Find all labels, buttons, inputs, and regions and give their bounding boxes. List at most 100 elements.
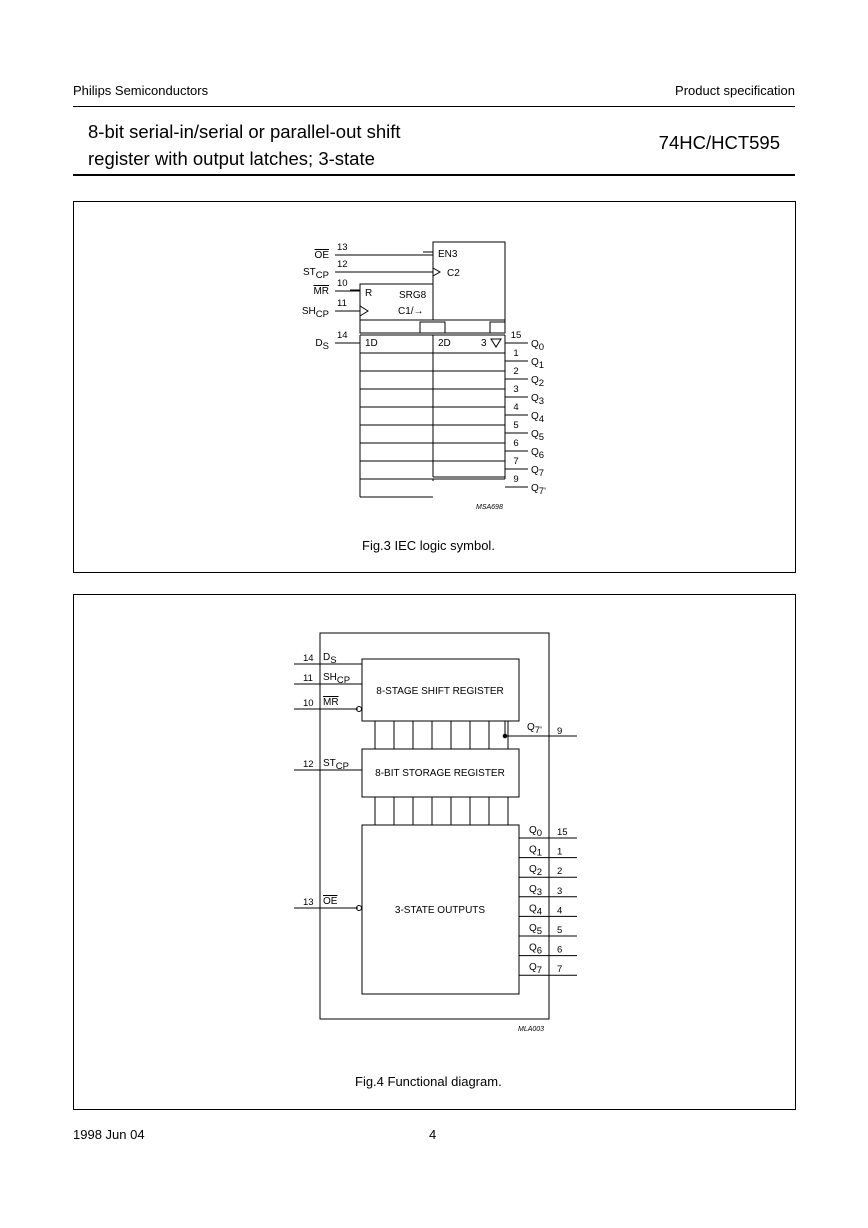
part-number: 74HC/HCT595 — [658, 132, 780, 153]
pin-number: 12 — [337, 259, 348, 270]
document-type: Product specification — [675, 83, 795, 98]
pin-number: 4 — [557, 905, 562, 916]
clock-triangle — [432, 267, 442, 277]
output-signal-label: Q3 — [531, 393, 544, 407]
pin-number: 1 — [513, 348, 518, 359]
fig3-frame — [73, 201, 796, 573]
output-signal-label: Q0 — [529, 825, 542, 839]
connector-notch — [419, 321, 446, 333]
company-name: Philips Semiconductors — [73, 83, 209, 98]
input-signal-label: STCP — [303, 267, 329, 281]
pin-number: 3 — [513, 384, 518, 395]
c2-label: C2 — [447, 268, 460, 279]
pin-number: 7 — [557, 964, 562, 975]
pin-number: 9 — [513, 474, 518, 485]
title-rule — [73, 174, 795, 176]
document-title: 8-bit serial-in/serial or parallel-out s… — [88, 118, 401, 172]
polarity-marker — [350, 287, 361, 291]
pin-number: 13 — [303, 897, 314, 908]
pin-number: 10 — [337, 278, 348, 289]
output-signal-label: Q5 — [531, 429, 544, 443]
input-signal-label: OE — [323, 896, 338, 907]
title-line-1: 8-bit serial-in/serial or parallel-out s… — [88, 121, 401, 142]
output-signal-label: Q4 — [531, 411, 544, 425]
output-signal-label: Q3 — [529, 884, 542, 898]
c1-label: C1/→ — [398, 306, 424, 317]
pin-number: 15 — [511, 330, 522, 341]
output-signal-label: Q1 — [529, 845, 542, 859]
input-signal-label: SHCP — [302, 306, 329, 320]
pin-number: 11 — [303, 673, 313, 684]
clock-triangle — [359, 305, 369, 317]
pin-number: 12 — [303, 759, 314, 770]
input-signal-label: DS — [315, 338, 329, 352]
input-signal-label: OE — [315, 250, 330, 261]
2d-label: 2D — [438, 338, 451, 349]
pin-number: 15 — [557, 827, 568, 838]
title-line-2: register with output latches; 3-state — [88, 148, 375, 169]
output-signal-label: Q7 — [531, 465, 544, 479]
serial-out-label: Q7' — [527, 722, 542, 736]
pin-number: 14 — [337, 330, 348, 341]
output-signal-label: Q0 — [531, 339, 544, 353]
storage-register-block — [361, 748, 520, 798]
footer-date: 1998 Jun 04 — [73, 1127, 145, 1142]
input-signal-label: MR — [313, 286, 329, 297]
pin-number: 9 — [557, 726, 562, 737]
3-label: 3 — [481, 338, 487, 349]
pin-number: 3 — [557, 886, 562, 897]
shift-register-block — [361, 658, 520, 722]
input-signal-label: STCP — [323, 758, 349, 772]
pin-number: 2 — [513, 366, 518, 377]
inversion-bubble — [356, 905, 362, 911]
input-signal-label: DS — [323, 652, 337, 666]
pin-number: 14 — [303, 653, 314, 664]
output-signal-label: Q2 — [529, 864, 542, 878]
common-block-outline — [359, 320, 506, 334]
pin-number: 13 — [337, 242, 348, 253]
output-block-label: 3-STATE OUTPUTS — [395, 905, 486, 916]
polarity-marker — [423, 249, 434, 253]
output-signal-label: Q1 — [531, 357, 544, 371]
1d-label: 1D — [365, 338, 378, 349]
output-signal-label: Q7' — [531, 483, 546, 497]
pin-number: 5 — [557, 925, 562, 936]
en3-label: EN3 — [438, 249, 458, 260]
shift-register-label: 8-STAGE SHIFT REGISTER — [376, 686, 503, 697]
inversion-bubble — [356, 706, 362, 712]
output-signal-label: Q5 — [529, 923, 542, 937]
outer-package — [319, 632, 550, 1020]
output-signal-label: Q6 — [529, 943, 542, 957]
fig3-caption: Fig.3 IEC logic symbol. — [362, 538, 495, 553]
srg8-label: SRG8 — [399, 290, 427, 301]
pin-number: 5 — [513, 420, 518, 431]
pin-number: 11 — [337, 298, 347, 309]
fig4-frame — [73, 594, 796, 1110]
output-signal-label: Q6 — [531, 447, 544, 461]
connector-notch — [489, 321, 505, 333]
control-block-srg8 — [359, 283, 434, 321]
pin-number: 6 — [557, 945, 562, 956]
control-block-en3 — [432, 241, 506, 321]
storage-register-label: 8-BIT STORAGE REGISTER — [375, 768, 505, 779]
pin-number: 1 — [557, 847, 562, 858]
pin-number: 2 — [557, 866, 562, 877]
pin-number: 7 — [513, 456, 518, 467]
output-block — [361, 824, 520, 995]
input-signal-label: MR — [323, 697, 339, 708]
fig4-code: MLA003 — [518, 1026, 544, 1033]
three-state-triangle — [490, 338, 502, 348]
pin-number: 4 — [513, 402, 518, 413]
output-signal-label: Q4 — [529, 903, 542, 917]
pin-number: 6 — [513, 438, 518, 449]
fig4-caption: Fig.4 Functional diagram. — [355, 1074, 502, 1089]
header-rule — [73, 106, 795, 107]
input-signal-label: SHCP — [323, 672, 350, 686]
page-number: 4 — [429, 1127, 437, 1142]
reset-label: R — [365, 288, 372, 299]
fig3-code: MSA698 — [476, 504, 503, 511]
pin-number: 10 — [303, 698, 314, 709]
output-signal-label: Q7 — [529, 962, 542, 976]
output-signal-label: Q2 — [531, 375, 544, 389]
